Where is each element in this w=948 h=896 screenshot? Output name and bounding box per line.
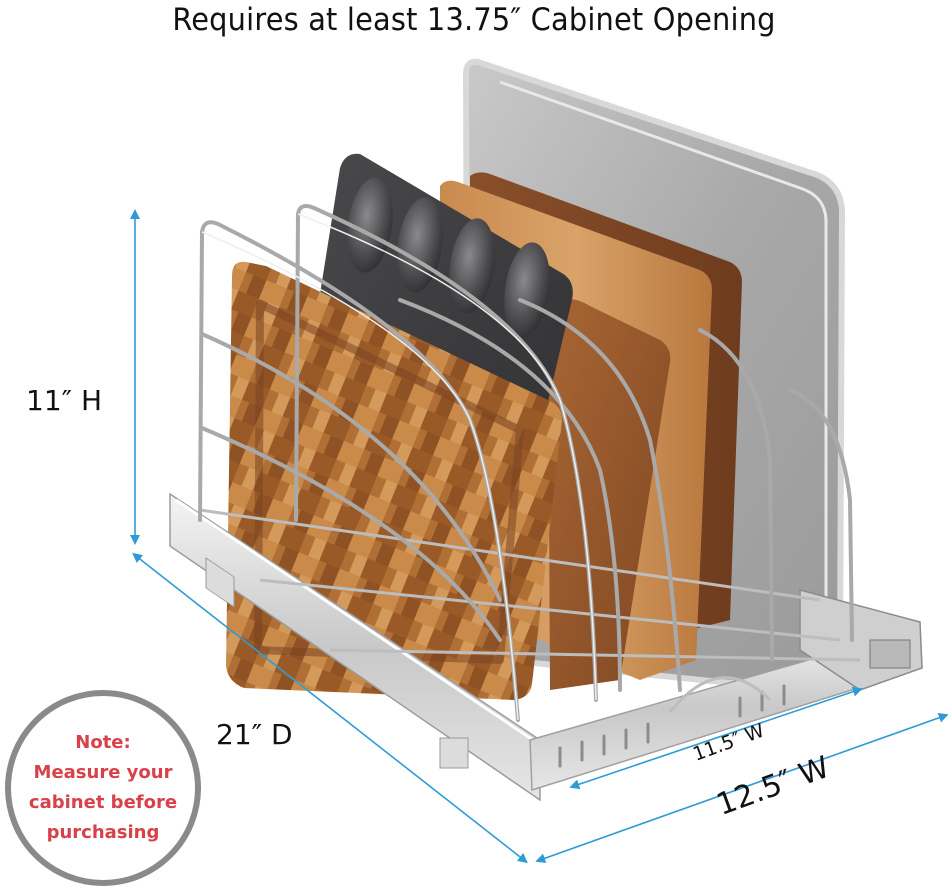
note-title: Note: <box>75 732 131 753</box>
outer-width-arrow <box>535 712 948 864</box>
note-badge: Note: Measure your cabinet before purcha… <box>5 690 201 886</box>
height-label: 11″ H <box>26 384 103 417</box>
depth-arrow <box>132 552 528 864</box>
note-line: Measure your <box>33 762 173 783</box>
cutting-board-small <box>548 298 671 690</box>
note-line: purchasing <box>46 822 160 843</box>
note-line: cabinet before <box>28 792 178 813</box>
dimension-arrows <box>130 209 948 864</box>
headline: Requires at least 13.75″ Cabinet Opening <box>172 2 776 38</box>
depth-label: 21″ D <box>216 718 293 751</box>
